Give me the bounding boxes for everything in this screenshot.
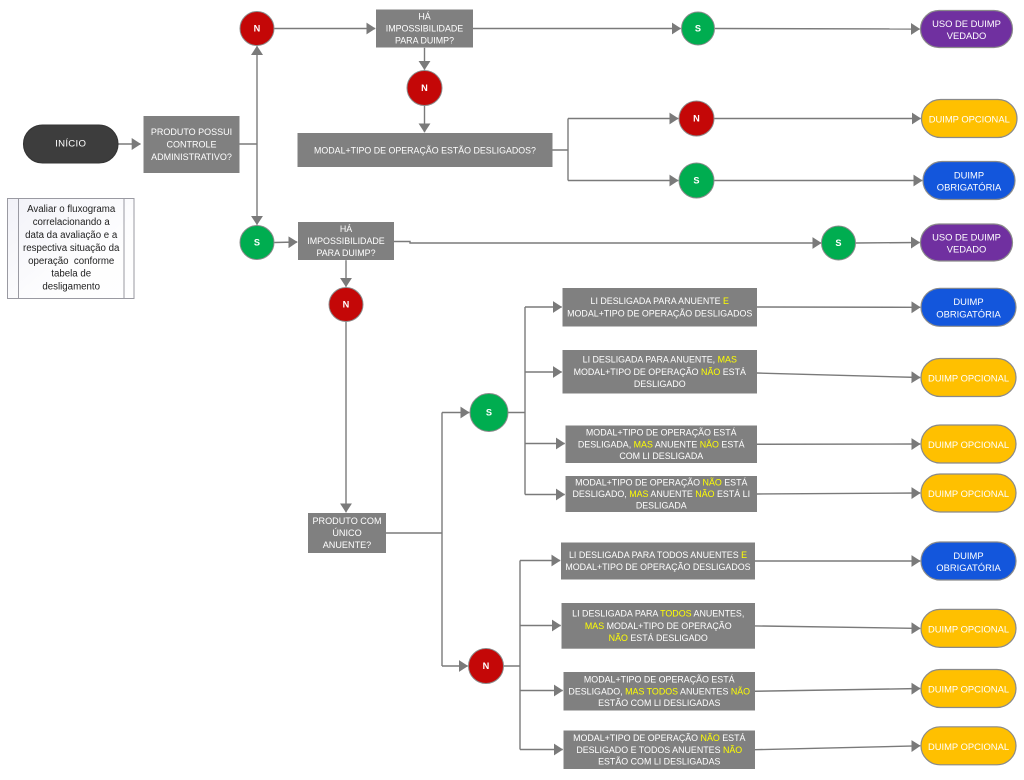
svg-text:DESLIGADA: DESLIGADA xyxy=(636,500,687,510)
svg-text:data da avaliação e a: data da avaliação e a xyxy=(25,230,118,241)
svg-text:DUIMP OPCIONAL: DUIMP OPCIONAL xyxy=(929,113,1010,124)
svg-text:USO DE DUIMP: USO DE DUIMP xyxy=(932,17,1001,28)
svg-text:DESLIGADO E TODOS ANUENTES NÃO: DESLIGADO E TODOS ANUENTES NÃO xyxy=(576,745,742,755)
svg-text:HÁ: HÁ xyxy=(340,224,352,234)
svg-text:LI DESLIGADA PARA TODOS ANUENT: LI DESLIGADA PARA TODOS ANUENTES, xyxy=(572,609,744,619)
svg-text:N: N xyxy=(421,83,428,93)
svg-text:OBRIGATÓRIA: OBRIGATÓRIA xyxy=(936,562,1001,573)
svg-text:ANUENTE?: ANUENTE? xyxy=(323,540,372,550)
svg-text:PRODUTO COM: PRODUTO COM xyxy=(312,516,381,526)
svg-text:COM LI DESLIGADA: COM LI DESLIGADA xyxy=(619,451,703,461)
svg-text:ADMINISTRATIVO?: ADMINISTRATIVO? xyxy=(151,152,232,162)
svg-text:MODAL+TIPO DE OPERAÇÃO DESLIGA: MODAL+TIPO DE OPERAÇÃO DESLIGADOS xyxy=(565,562,750,572)
svg-text:S: S xyxy=(254,238,260,248)
svg-text:DUIMP OPCIONAL: DUIMP OPCIONAL xyxy=(928,488,1009,499)
svg-text:respectiva situação da: respectiva situação da xyxy=(23,243,120,254)
svg-text:ESTÃO COM LI DESLIGADAS: ESTÃO COM LI DESLIGADAS xyxy=(598,757,720,767)
svg-text:USO DE DUIMP: USO DE DUIMP xyxy=(932,231,1001,242)
svg-text:DUIMP OPCIONAL: DUIMP OPCIONAL xyxy=(928,623,1009,634)
svg-text:MODAL+TIPO DE OPERAÇÃO NÃO EST: MODAL+TIPO DE OPERAÇÃO NÃO ESTÁ xyxy=(573,733,745,743)
svg-text:operação conforme: operação conforme xyxy=(28,256,114,267)
svg-text:MAS MODAL+TIPO DE OPERAÇÃO: MAS MODAL+TIPO DE OPERAÇÃO xyxy=(585,621,732,631)
svg-text:DUIMP: DUIMP xyxy=(954,169,984,180)
svg-text:Avaliar o fluxograma: Avaliar o fluxograma xyxy=(27,204,116,215)
svg-text:MODAL+TIPO DE OPERAÇÃO ESTÁ: MODAL+TIPO DE OPERAÇÃO ESTÁ xyxy=(584,674,735,684)
svg-text:IMPOSSIBILIDADE: IMPOSSIBILIDADE xyxy=(386,24,464,34)
svg-text:CONTROLE: CONTROLE xyxy=(166,140,216,150)
svg-text:DUIMP OPCIONAL: DUIMP OPCIONAL xyxy=(928,740,1009,751)
svg-text:DESLIGADO, MAS TODOS ANUENTES: DESLIGADO, MAS TODOS ANUENTES NÃO xyxy=(568,686,750,696)
svg-text:MODAL+TIPO DE OPERAÇÃO NÃO EST: MODAL+TIPO DE OPERAÇÃO NÃO ESTÁ xyxy=(574,367,746,377)
svg-text:correlacionando a: correlacionando a xyxy=(33,217,111,228)
svg-text:OBRIGATÓRIA: OBRIGATÓRIA xyxy=(937,181,1002,192)
svg-text:ESTÃO COM LI DESLIGADAS: ESTÃO COM LI DESLIGADAS xyxy=(598,698,720,708)
svg-text:DESLIGADA, MAS ANUENTE NÃO EST: DESLIGADA, MAS ANUENTE NÃO ESTÁ xyxy=(578,439,745,449)
svg-text:DESLIGADO: DESLIGADO xyxy=(634,379,686,389)
svg-text:ÚNICO: ÚNICO xyxy=(332,528,361,538)
svg-text:N: N xyxy=(693,114,700,124)
svg-text:OBRIGATÓRIA: OBRIGATÓRIA xyxy=(936,308,1001,319)
svg-text:DESLIGADO, MAS ANUENTE NÃO EST: DESLIGADO, MAS ANUENTE NÃO ESTÁ LI xyxy=(572,489,750,499)
svg-text:S: S xyxy=(835,238,841,248)
svg-text:DUIMP OPCIONAL: DUIMP OPCIONAL xyxy=(928,683,1009,694)
svg-text:LI DESLIGADA PARA ANUENTE, MAS: LI DESLIGADA PARA ANUENTE, MAS xyxy=(583,354,737,364)
svg-text:N: N xyxy=(343,300,350,310)
svg-text:PRODUTO POSSUI: PRODUTO POSSUI xyxy=(151,127,232,137)
svg-text:MODAL+TIPO DE OPERAÇÃO NÃO EST: MODAL+TIPO DE OPERAÇÃO NÃO ESTÁ xyxy=(575,478,747,488)
svg-text:DUIMP: DUIMP xyxy=(953,296,983,307)
svg-text:VEDADO: VEDADO xyxy=(947,243,987,254)
svg-text:INÍCIO: INÍCIO xyxy=(55,139,86,150)
svg-text:N: N xyxy=(483,661,490,671)
svg-text:DUIMP OPCIONAL: DUIMP OPCIONAL xyxy=(928,439,1009,450)
svg-text:LI DESLIGADA PARA TODOS ANUENT: LI DESLIGADA PARA TODOS ANUENTES E xyxy=(569,550,747,560)
svg-text:VEDADO: VEDADO xyxy=(947,30,987,41)
svg-text:MODAL+TIPO DE OPERAÇÃO ESTÁ: MODAL+TIPO DE OPERAÇÃO ESTÁ xyxy=(586,427,737,437)
svg-text:S: S xyxy=(695,24,701,34)
svg-text:S: S xyxy=(486,408,492,418)
svg-text:HÁ: HÁ xyxy=(418,12,430,22)
svg-text:PARA DUIMP?: PARA DUIMP? xyxy=(395,35,454,45)
svg-text:NÃO ESTÁ DESLIGADO: NÃO ESTÁ DESLIGADO xyxy=(609,633,708,643)
svg-text:S: S xyxy=(693,176,699,186)
svg-text:PARA DUIMP?: PARA DUIMP? xyxy=(316,248,375,258)
svg-text:MODAL+TIPO DE OPERAÇÃO DESLIGA: MODAL+TIPO DE OPERAÇÃO DESLIGADOS xyxy=(567,308,752,318)
svg-text:tabela de: tabela de xyxy=(51,269,91,280)
svg-text:desligamento: desligamento xyxy=(42,282,100,293)
svg-text:IMPOSSIBILIDADE: IMPOSSIBILIDADE xyxy=(307,236,385,246)
svg-text:N: N xyxy=(254,24,261,34)
svg-text:MODAL+TIPO DE OPERAÇÃO ESTÃO D: MODAL+TIPO DE OPERAÇÃO ESTÃO DESLIGADOS? xyxy=(314,146,536,156)
svg-text:DUIMP OPCIONAL: DUIMP OPCIONAL xyxy=(928,372,1009,383)
svg-text:DUIMP: DUIMP xyxy=(953,549,983,560)
svg-text:LI DESLIGADA PARA ANUENTE E: LI DESLIGADA PARA ANUENTE E xyxy=(591,296,730,306)
